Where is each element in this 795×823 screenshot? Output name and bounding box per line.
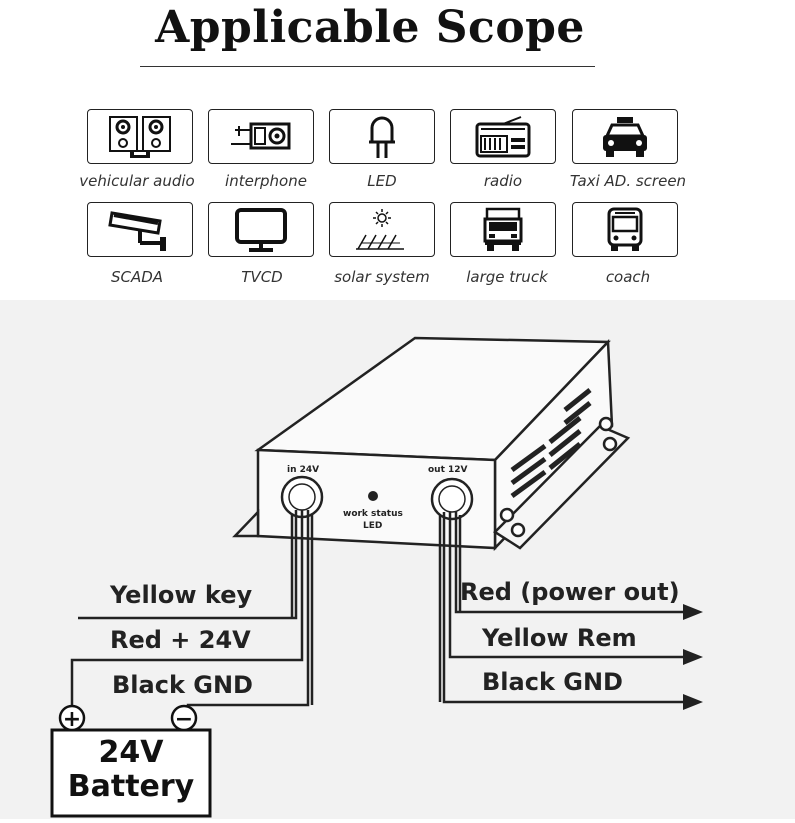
title-divider [140, 66, 595, 67]
scope-label: radio [483, 172, 523, 190]
scope-label: large truck [466, 268, 548, 286]
camera-icon [108, 210, 166, 251]
scope-tile-tvcd [208, 202, 314, 257]
scope-tile-radio [450, 109, 556, 164]
input-wire-label: Yellow key [109, 581, 253, 609]
bus-icon [607, 207, 643, 251]
output-wire-label: Red (power out) [460, 578, 680, 606]
output-port [430, 477, 474, 521]
page-title: Applicable Scope [155, 2, 585, 53]
status-led [368, 491, 378, 501]
solar-icon [356, 208, 404, 250]
led-label-line2: LED [363, 521, 382, 531]
scope-tile-vehicular-audio [87, 109, 193, 164]
arrow-heads [683, 604, 703, 710]
wiring-diagram: in 24V out 12V work status LED Yellow ke… [0, 300, 795, 819]
led-icon [369, 116, 395, 158]
scope-label: vehicular audio [79, 172, 195, 190]
input-wire-label: Black GND [112, 671, 253, 699]
input-port-label: in 24V [287, 465, 319, 475]
scope-tile-solar [329, 202, 435, 257]
battery-voltage-label: 24V [99, 735, 165, 770]
scope-tile-coach [572, 202, 678, 257]
battery-label: Battery [68, 769, 195, 804]
scope-tile-taxi [572, 109, 678, 164]
radio-icon [475, 115, 531, 157]
battery-negative-terminal [170, 704, 198, 732]
input-wire-label: Red + 24V [110, 626, 251, 654]
scope-label: coach [605, 268, 651, 286]
battery-positive-terminal [58, 704, 86, 732]
ventilation-slots [510, 388, 592, 499]
led-label-line1: work status [343, 509, 403, 519]
scope-tile-interphone [208, 109, 314, 164]
input-wires [70, 510, 314, 710]
output-wire-label: Yellow Rem [481, 624, 637, 652]
plus-symbol: + [63, 707, 81, 732]
arrow-head [683, 694, 703, 710]
scope-label: solar system [334, 268, 430, 286]
interphone-icon [231, 122, 291, 149]
battery [50, 728, 212, 818]
scope-tile-truck [450, 202, 556, 257]
scope-label: interphone [225, 172, 307, 190]
scope-label: Taxi AD. screen [569, 172, 687, 190]
output-wire-label: Black GND [482, 668, 623, 696]
scope-label: TVCD [241, 268, 283, 286]
speaker-icon [109, 115, 171, 158]
scope-tile-led [329, 109, 435, 164]
output-wires [438, 512, 685, 704]
monitor-icon [235, 207, 287, 252]
minus-symbol: − [175, 707, 193, 732]
output-port-label: out 12V [428, 465, 468, 475]
arrow-head [683, 649, 703, 665]
taxi-icon [603, 116, 647, 157]
wiring-diagram-svg: in 24V out 12V work status LED Yellow ke… [50, 336, 703, 818]
arrow-head [683, 604, 703, 620]
truck-icon [483, 207, 523, 251]
scope-tile-scada [87, 202, 193, 257]
scope-label: SCADA [110, 268, 164, 286]
scope-label: LED [367, 172, 397, 190]
